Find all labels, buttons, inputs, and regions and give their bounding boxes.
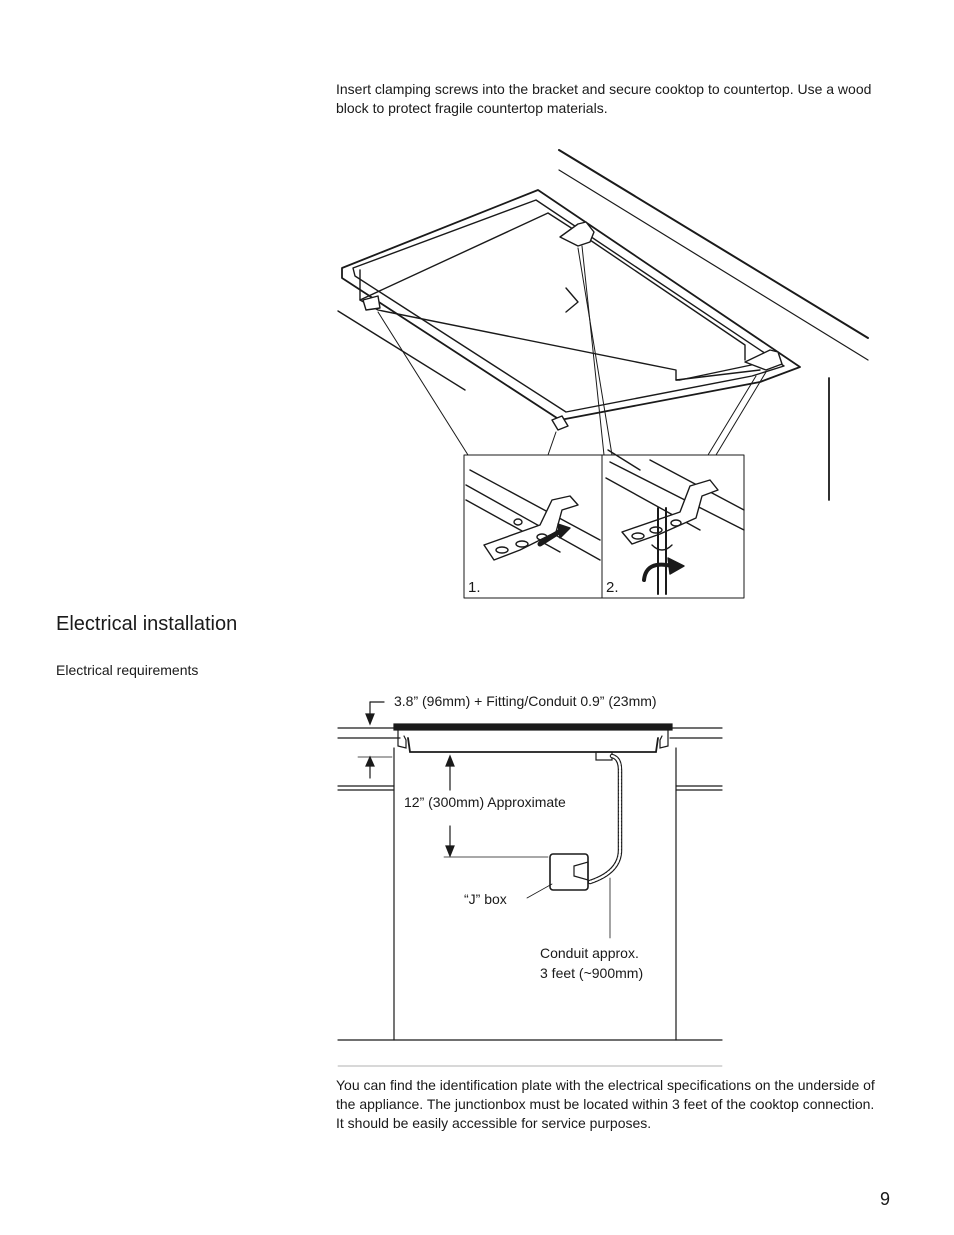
clearance-label: 3.8” (96mm) + Fitting/Conduit 0.9” (23mm… — [394, 693, 657, 709]
conduit-label-line1: Conduit approx. — [540, 945, 639, 961]
intro-text: Insert clamping screws into the bracket … — [336, 81, 872, 116]
clamping-bracket-figure: 1. 2. — [337, 149, 869, 599]
footer-text: You can find the identification plate wi… — [336, 1077, 875, 1131]
section-heading: Electrical installation — [56, 613, 238, 635]
distance-label: 12” (300mm) Approximate — [404, 794, 566, 810]
page-number: 9 — [880, 1189, 891, 1209]
electrical-diagram: 3.8” (96mm) + Fitting/Conduit 0.9” (23mm… — [337, 693, 723, 1067]
inset-label-2: 2. — [606, 579, 619, 596]
conduit-label-line2: 3 feet (~900mm) — [540, 965, 643, 981]
inset-label-1: 1. — [468, 579, 481, 596]
subsection-heading: Electrical requirements — [56, 662, 199, 678]
jbox-label: “J” box — [464, 891, 507, 907]
